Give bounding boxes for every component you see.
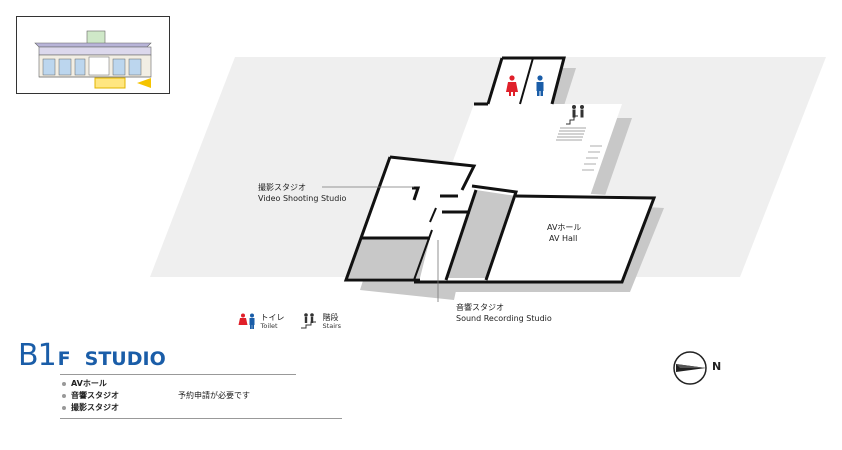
stairs-steps — [556, 127, 602, 171]
female-toilet-icon — [506, 75, 518, 96]
floor-name: STUDIO — [84, 348, 166, 370]
label-sound-studio: 音響スタジオ Sound Recording Studio — [456, 302, 552, 324]
sound-studio-name-en: Sound Recording Studio — [456, 314, 552, 323]
list-item: 音響スタジオ 予約申請が必要です — [62, 390, 342, 402]
building-locator-thumbnail — [16, 16, 170, 94]
facility-name: 音響スタジオ — [71, 391, 119, 400]
building-elevation-illustration — [34, 30, 152, 89]
legend-toilet-ja: トイレ — [260, 313, 285, 322]
legend-toilet-en: Toilet — [260, 322, 278, 330]
floor-number: B1 — [18, 338, 57, 373]
legend-stairs: 階段 Stairs — [300, 313, 341, 331]
label-av-hall: AVホール AV Hall — [547, 222, 581, 244]
legend-stairs-ja: 階段 — [322, 313, 339, 322]
video-studio-name-en: Video Shooting Studio — [258, 194, 347, 203]
bullet-icon — [62, 393, 66, 398]
av-hall-name-en: AV Hall — [549, 234, 578, 243]
label-video-studio: 撮影スタジオ Video Shooting Studio — [258, 182, 346, 204]
sound-studio-fill — [446, 190, 516, 278]
facility-name: 撮影スタジオ — [71, 403, 119, 412]
stairs-legend-icon — [301, 313, 316, 329]
list-divider — [60, 418, 342, 419]
compass-icon — [673, 351, 707, 385]
legend-stairs-en: Stairs — [322, 322, 342, 330]
male-toilet-icon — [536, 75, 544, 96]
video-studio-name-ja: 撮影スタジオ — [258, 183, 306, 192]
legend-toilet: トイレ Toilet — [238, 313, 285, 331]
video-studio-fill — [346, 238, 430, 278]
list-item: 撮影スタジオ — [62, 402, 342, 414]
facility-list: AVホール 音響スタジオ 予約申請が必要です 撮影スタジオ — [62, 378, 342, 414]
current-floor-highlight — [94, 77, 126, 89]
floor-plan-walls — [343, 56, 657, 284]
current-floor-arrow-icon — [137, 78, 151, 88]
list-item: AVホール — [62, 378, 342, 390]
bullet-icon — [62, 381, 66, 386]
bullet-icon — [62, 405, 66, 410]
av-hall-name-ja: AVホール — [547, 223, 582, 232]
floor-suffix: F — [57, 348, 71, 370]
heading-divider — [60, 374, 296, 375]
sound-studio-name-ja: 音響スタジオ — [456, 303, 504, 312]
toilet-icon — [238, 313, 255, 329]
facility-name: AVホール — [71, 379, 107, 388]
facility-note: 予約申請が必要です — [178, 391, 250, 400]
compass-north-label: N — [712, 360, 722, 373]
stairs-icon — [566, 105, 584, 125]
